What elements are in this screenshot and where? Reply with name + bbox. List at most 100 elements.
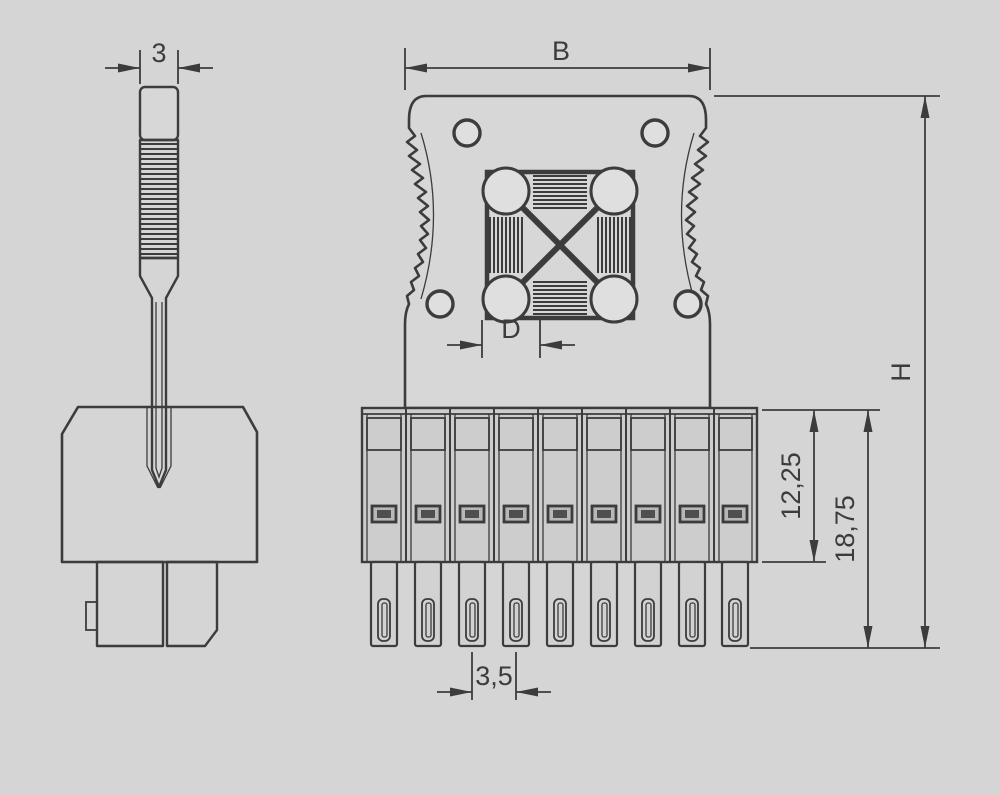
foot-slot-inner bbox=[425, 602, 432, 638]
dim-pitch: 3,5 bbox=[437, 652, 551, 700]
contact-square bbox=[484, 169, 636, 321]
dim-label-tool-width: 3 bbox=[151, 38, 166, 68]
dim-1225-arrow-bottom bbox=[809, 540, 819, 562]
dim-label-height-h: H bbox=[886, 362, 916, 382]
mounting-hole-bottom-right bbox=[673, 289, 703, 319]
foot-slot-inner bbox=[513, 602, 520, 638]
test-slot-opening bbox=[728, 510, 742, 518]
mounting-hole-bottom-left bbox=[425, 289, 455, 319]
tool-grip-ribs bbox=[140, 143, 178, 255]
tool-handle-top bbox=[138, 85, 180, 142]
dim-h-arrow-bottom bbox=[920, 626, 930, 648]
dim-pitch-arrow-right bbox=[516, 687, 538, 697]
dim-d-arrow-left bbox=[460, 340, 482, 350]
flange-inner-contour-right bbox=[680, 132, 695, 300]
dim-1875-arrow-bottom bbox=[863, 626, 873, 648]
foot-slot-inner bbox=[557, 602, 564, 638]
pusher bbox=[586, 417, 622, 451]
strip-inner-lines bbox=[366, 414, 753, 562]
dim-tool-width: 3 bbox=[105, 38, 213, 84]
contact-assembly bbox=[481, 166, 639, 324]
contact-hatch-top bbox=[533, 175, 587, 209]
foot bbox=[413, 560, 443, 648]
foot-slot bbox=[509, 598, 523, 642]
dim-label-spacing-d: D bbox=[501, 314, 521, 344]
dim-label-height-upper: 12,25 bbox=[776, 452, 806, 520]
dim-3-arrow-left bbox=[118, 63, 140, 73]
foot bbox=[677, 560, 707, 648]
dim-1225-extension-lines bbox=[762, 409, 880, 563]
contact-hatch-left bbox=[489, 217, 523, 273]
foot-slot-inner bbox=[689, 602, 696, 638]
contact-hatch-bottom bbox=[533, 281, 587, 315]
test-slot-opening bbox=[685, 510, 699, 518]
flange-inner-contour-left bbox=[420, 132, 435, 300]
dim-3-extension-lines bbox=[139, 50, 179, 84]
foot-slot bbox=[641, 598, 655, 642]
body-blade-channel bbox=[146, 407, 172, 489]
foot-slots bbox=[377, 598, 742, 642]
dim-label-width-b: B bbox=[552, 36, 570, 66]
test-slot-opening bbox=[597, 510, 611, 518]
foot bbox=[369, 560, 399, 648]
strip-pushers bbox=[366, 417, 753, 451]
strip-test-slots bbox=[370, 504, 749, 524]
pusher bbox=[498, 417, 534, 451]
foot bbox=[633, 560, 663, 648]
tool-blade-slot bbox=[155, 302, 163, 480]
foot bbox=[457, 560, 487, 648]
dim-height-upper: 12,25 bbox=[762, 409, 880, 563]
foot-slot bbox=[421, 598, 435, 642]
foot-slot bbox=[465, 598, 479, 642]
foot-slot-inner bbox=[469, 602, 476, 638]
contact-pin-top-left bbox=[481, 166, 531, 216]
contact-pin-top-right bbox=[589, 166, 639, 216]
terminal-strip bbox=[360, 406, 759, 564]
test-slot-opening bbox=[377, 510, 391, 518]
dim-d-extension-lines bbox=[481, 320, 541, 358]
pusher bbox=[542, 417, 578, 451]
pusher bbox=[718, 417, 753, 451]
test-slot-opening bbox=[641, 510, 655, 518]
dim-width-b: B bbox=[404, 36, 711, 90]
dim-b-extension-lines bbox=[404, 48, 711, 90]
connector-body-side bbox=[60, 405, 259, 648]
contact-hatch-right bbox=[597, 217, 631, 273]
foot-slot bbox=[377, 598, 391, 642]
strip-module-dividers bbox=[405, 408, 715, 562]
dim-3-arrow-right bbox=[178, 63, 200, 73]
dim-d-arrow-right bbox=[540, 340, 562, 350]
test-slot-opening bbox=[465, 510, 479, 518]
foot-slot-inner bbox=[732, 602, 739, 638]
test-slot-opening bbox=[509, 510, 523, 518]
mounting-hole-top-right bbox=[640, 118, 670, 148]
dim-label-pitch: 3,5 bbox=[475, 661, 513, 691]
pusher bbox=[454, 417, 490, 451]
pusher bbox=[674, 417, 710, 451]
dim-b-arrow-right bbox=[688, 63, 710, 73]
foot bbox=[545, 560, 575, 648]
dim-1225-arrow-top bbox=[809, 410, 819, 432]
operating-tool bbox=[138, 85, 180, 489]
pusher bbox=[366, 417, 402, 451]
foot-slot bbox=[597, 598, 611, 642]
body-foot-left bbox=[95, 560, 165, 648]
foot bbox=[501, 560, 531, 648]
mounting-flange bbox=[403, 94, 712, 410]
foot-slot bbox=[685, 598, 699, 642]
foot-slot bbox=[728, 598, 742, 642]
dim-label-height-total: 18,75 bbox=[830, 495, 860, 563]
mounting-hole-top-left bbox=[452, 118, 482, 148]
dim-b-arrow-left bbox=[405, 63, 427, 73]
dim-height-h: H bbox=[714, 95, 940, 648]
feet-row bbox=[369, 560, 750, 648]
foot-slot bbox=[553, 598, 567, 642]
foot bbox=[720, 560, 750, 648]
strip-body bbox=[360, 406, 759, 564]
pusher bbox=[410, 417, 446, 451]
contact-pin-bottom-right bbox=[589, 274, 639, 324]
dim-spacing-d: D bbox=[447, 314, 575, 358]
front-view: D bbox=[360, 36, 940, 700]
body-foot-right bbox=[165, 560, 219, 648]
